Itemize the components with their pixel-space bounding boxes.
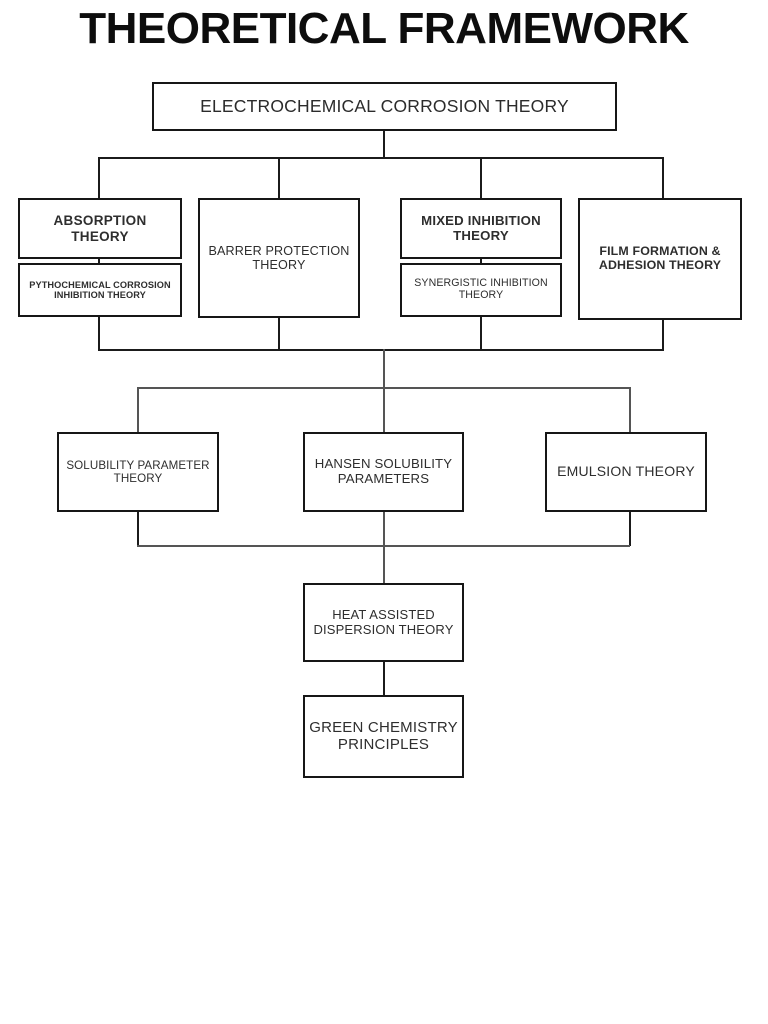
node-label: EMULSION THEORY [557, 463, 695, 480]
node-electrochemical-corrosion-theory[interactable]: ELECTROCHEMICAL CORROSION THEORY [152, 82, 617, 131]
node-label: BARRER PROTECTION THEORY [208, 243, 350, 272]
node-green-chemistry-principles[interactable]: GREEN CHEMISTRY PRINCIPLES [303, 695, 464, 778]
connector-riser-solubility [137, 511, 139, 546]
connector-riser-barrier [278, 318, 280, 351]
node-solubility-parameter-theory[interactable]: SOLUBILITY PARAMETER THEORY [57, 432, 219, 512]
connector-drop-absorption [98, 157, 100, 199]
node-label: SOLUBILITY PARAMETER THEORY [66, 459, 210, 485]
connector-root-stem [383, 131, 385, 159]
connector-level2-distribution-bar [98, 157, 664, 159]
connector-level2-collector-bar [98, 349, 664, 351]
connector-level2-to-level3-stem [383, 349, 385, 389]
node-label: ABSORPTION THEORY [53, 213, 147, 244]
node-pythochemical-corrosion-inhibition-theory[interactable]: PYTHOCHEMICAL CORROSION INHIBITION THEOR… [18, 263, 182, 317]
connector-riser-phyto [98, 316, 100, 351]
node-label: SYNERGISTIC INHIBITION THEORY [414, 277, 548, 301]
connector-riser-synergistic [480, 316, 482, 351]
connector-riser-film [662, 320, 664, 351]
node-emulsion-theory[interactable]: EMULSION THEORY [545, 432, 707, 512]
node-heat-assisted-dispersion-theory[interactable]: HEAT ASSISTED DISPERSION THEORY [303, 583, 464, 662]
node-hansen-solubility-parameters[interactable]: HANSEN SOLUBILITY PARAMETERS [303, 432, 464, 512]
connector-drop-hansen [383, 387, 385, 433]
node-absorption-theory[interactable]: ABSORPTION THEORY [18, 198, 182, 259]
node-mixed-inhibition-theory[interactable]: MIXED INHIBITION THEORY [400, 198, 562, 259]
node-label: MIXED INHIBITION THEORY [421, 212, 541, 243]
page-title: THEORETICAL FRAMEWORK [79, 4, 689, 53]
connector-absorption-to-phyto [98, 257, 100, 265]
connector-drop-solubility [137, 387, 139, 433]
connector-drop-emulsion [629, 387, 631, 433]
node-label: FILM FORMATION & ADHESION THEORY [598, 244, 722, 272]
connector-drop-mixed [480, 157, 482, 199]
node-label: GREEN CHEMISTRY PRINCIPLES [309, 718, 458, 753]
node-label: HEAT ASSISTED DISPERSION THEORY [313, 606, 454, 637]
connector-heat-to-green [383, 661, 385, 697]
node-synergistic-inhibition-theory[interactable]: SYNERGISTIC INHIBITION THEORY [400, 263, 562, 317]
connector-riser-emulsion [629, 511, 631, 546]
connector-mixed-to-synergistic [480, 257, 482, 265]
connector-drop-barrier [278, 157, 280, 199]
connector-riser-hansen [383, 511, 385, 546]
node-film-formation-adhesion-theory[interactable]: FILM FORMATION & ADHESION THEORY [578, 198, 742, 320]
node-label: PYTHOCHEMICAL CORROSION INHIBITION THEOR… [29, 279, 171, 300]
node-label: HANSEN SOLUBILITY PARAMETERS [314, 456, 453, 486]
connector-drop-film [662, 157, 664, 199]
node-label: ELECTROCHEMICAL CORROSION THEORY [200, 95, 569, 116]
node-barrer-protection-theory[interactable]: BARRER PROTECTION THEORY [198, 198, 360, 318]
connector-level3-to-heat-stem [383, 545, 385, 585]
